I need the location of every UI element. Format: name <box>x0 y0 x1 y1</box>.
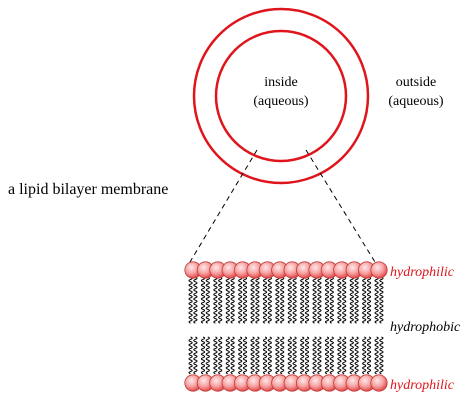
lipid-tail <box>300 336 305 375</box>
lipid-tail <box>329 276 334 324</box>
lipid-tail <box>225 276 230 324</box>
lipid-tail <box>255 276 260 324</box>
hydrophilic-bottom-label: hydrophilic <box>390 378 455 393</box>
lipid-tail <box>267 336 272 375</box>
lipid-tail <box>317 276 322 324</box>
lipid-tails-group <box>188 276 384 375</box>
lipid-tail <box>188 276 193 324</box>
lipid-tail <box>213 336 218 375</box>
lipid-tail <box>337 276 342 324</box>
lipid-heads-bottom-row <box>184 374 388 392</box>
lipid-tail <box>225 336 230 375</box>
lipid-tail <box>238 336 243 375</box>
lipid-tail <box>379 276 384 324</box>
lipid-tail <box>349 276 354 324</box>
zoom-line-right <box>305 149 376 263</box>
inside-label-line2: (aqueous) <box>253 94 309 109</box>
lipid-tail <box>300 276 305 324</box>
lipid-tail <box>317 336 322 375</box>
lipid-tail <box>242 276 248 324</box>
lipid-head <box>370 374 388 392</box>
lipid-tail <box>262 276 268 324</box>
hydrophobic-label: hydrophobic <box>390 320 461 335</box>
lipid-tail <box>250 336 255 375</box>
lipid-tail <box>337 336 342 375</box>
lipid-tail <box>374 336 379 375</box>
lipid-tail <box>366 336 372 375</box>
lipid-tail <box>312 276 317 324</box>
lipid-tail <box>342 336 347 375</box>
lipid-tail <box>275 276 280 324</box>
lipid-tail <box>267 276 272 324</box>
vesicle-outer-circle <box>192 7 370 185</box>
lipid-tail <box>292 336 297 375</box>
lipid-tail <box>354 276 359 324</box>
lipid-tail <box>342 276 347 324</box>
lipid-tail <box>287 276 292 324</box>
lipid-tail <box>250 276 255 324</box>
lipid-tail <box>255 336 260 375</box>
lipid-tail <box>362 336 367 375</box>
lipid-tail <box>374 276 379 324</box>
lipid-head <box>370 261 388 279</box>
lipid-tail <box>193 276 198 324</box>
lipid-tail <box>280 276 285 324</box>
membrane-caption: a lipid bilayer membrane <box>8 181 168 198</box>
lipid-tail <box>379 336 384 375</box>
outside-label-line2: (aqueous) <box>388 94 444 109</box>
lipid-tail <box>354 336 359 375</box>
lipid-tail <box>242 336 248 375</box>
lipid-tail <box>188 336 193 375</box>
outside-label-line1: outside <box>396 75 436 90</box>
lipid-tail <box>280 336 285 375</box>
lipid-tail <box>205 336 210 375</box>
lipid-tail <box>218 276 223 324</box>
lipid-tail <box>324 336 330 375</box>
lipid-tail <box>275 336 280 375</box>
lipid-tail <box>262 336 268 375</box>
lipid-tail <box>193 336 198 375</box>
lipid-tail <box>366 276 372 324</box>
lipid-tail <box>287 336 292 375</box>
inside-label-line1: inside <box>264 75 297 90</box>
lipid-tail <box>324 276 330 324</box>
lipid-tail <box>304 276 310 324</box>
lipid-tail <box>200 276 206 324</box>
lipid-tail <box>238 276 243 324</box>
lipid-tail <box>218 336 223 375</box>
lipid-tail <box>304 336 310 375</box>
lipid-tail <box>205 276 210 324</box>
lipid-tail <box>312 336 317 375</box>
hydrophilic-top-label: hydrophilic <box>390 265 455 280</box>
lipid-tail <box>362 276 367 324</box>
lipid-tail <box>329 336 334 375</box>
vesicle-inner-circle <box>214 29 348 163</box>
lipid-tail <box>213 276 218 324</box>
lipid-heads-top-row <box>184 261 388 279</box>
lipid-tail <box>200 336 206 375</box>
lipid-tail <box>349 336 354 375</box>
lipid-tail <box>230 276 235 324</box>
zoom-line-left <box>189 149 258 263</box>
lipid-tail <box>230 336 235 375</box>
lipid-tail <box>292 276 297 324</box>
